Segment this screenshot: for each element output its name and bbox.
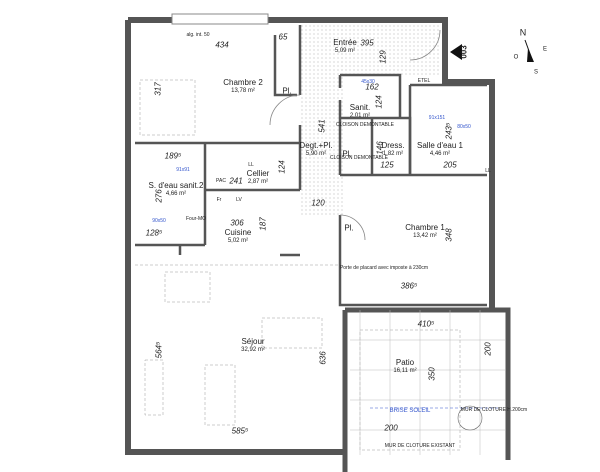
closet-label: Pl. xyxy=(282,86,292,96)
dimension: 395 xyxy=(360,38,374,48)
room-name: Cellier xyxy=(246,169,270,178)
dimension: 386⁵ xyxy=(400,281,418,291)
dimension: 317 xyxy=(153,82,163,96)
fixture-label: 90x50 xyxy=(152,218,166,224)
annotation: MUR DE CLOTURE H.200cm xyxy=(460,407,528,413)
appliance-label: LL xyxy=(485,168,491,174)
fixture-label: 91x91 xyxy=(176,167,190,173)
room-name: Entrée xyxy=(333,38,357,47)
compass-south: S xyxy=(533,69,539,76)
room-name: Séjour xyxy=(241,337,265,346)
annotation: Porte de placard avec imposte à 230cm xyxy=(339,265,429,271)
room-name: Cuisine xyxy=(224,228,252,237)
dimension: 541 xyxy=(317,119,327,133)
room-name: Degt.+Pl. xyxy=(299,141,333,150)
room-area: 5,02 m² xyxy=(227,238,249,244)
dimension: 200 xyxy=(483,342,493,356)
dimension: 200 xyxy=(384,423,398,433)
room-area: 5,90 m² xyxy=(305,151,327,157)
room-area: 4,46 m² xyxy=(429,151,451,157)
room-sanit: Sanit.2,01 m² xyxy=(350,103,370,121)
closet-label: Pl. xyxy=(344,223,354,233)
compass-west: O xyxy=(513,54,519,61)
dimension: 189⁵ xyxy=(164,151,182,161)
tree-icon xyxy=(457,405,483,431)
appliance-label: Fr xyxy=(216,197,222,203)
dimension: 241 xyxy=(229,176,243,186)
room-dress: Dress.1,82 m² xyxy=(381,141,404,159)
compass-north: N xyxy=(519,27,527,38)
room-name: Sanit. xyxy=(349,103,371,112)
room-area: 1,82 m² xyxy=(382,151,404,157)
room-area: 13,42 m² xyxy=(413,233,437,239)
dimension: 124 xyxy=(374,95,384,109)
fixture-label: 80x50 xyxy=(457,124,471,130)
appliance-label: Four-MO xyxy=(186,216,206,222)
appliance-label: ETEL xyxy=(417,78,431,84)
annotation: MUR DE CLOTURE EXISTANT xyxy=(384,443,456,449)
room-degagement: Degt.+Pl.5,90 m² xyxy=(299,141,332,159)
dimension: 205 xyxy=(443,160,457,170)
room-name: Chambre 1 xyxy=(405,223,445,232)
dimension: 348 xyxy=(444,228,454,242)
room-name: S. d'eau sanit.2 xyxy=(148,181,204,190)
entry-arrow-icon xyxy=(450,44,462,60)
annotation: CLOISON DEMONTABLE xyxy=(330,155,388,161)
compass-icon xyxy=(524,39,534,63)
dimension: 128⁵ xyxy=(145,228,163,238)
dimension: 162 xyxy=(365,82,379,92)
appliance-label: LL xyxy=(248,162,254,168)
fixture-label: 45x30 xyxy=(361,79,375,85)
dimension: 124 xyxy=(277,160,287,174)
closet-label: Pl. xyxy=(342,149,352,159)
room-area: 4,66 m² xyxy=(165,191,187,197)
dimension: 564⁵ xyxy=(154,341,164,359)
dimension: 434 xyxy=(215,40,229,50)
fixture-label: 91x151 xyxy=(428,115,446,121)
entry-marker: 003 xyxy=(459,45,469,59)
dimension: 306 xyxy=(230,218,244,228)
room-area: 2,01 m² xyxy=(349,113,371,119)
appliance-label: PAC xyxy=(216,178,226,184)
dimension: 125 xyxy=(380,160,394,170)
dimension: 350 xyxy=(427,367,437,381)
room-area: 13,78 m² xyxy=(231,88,255,94)
appliance-label: LV xyxy=(236,197,242,203)
dimension: 585⁵ xyxy=(231,426,249,436)
dimension: 187 xyxy=(258,217,268,231)
room-area: 16,11 m² xyxy=(393,368,417,374)
dimension: 120 xyxy=(311,198,325,208)
dimension: 146 xyxy=(375,141,385,155)
annotation: BRISE SOLEIL xyxy=(389,408,431,414)
annotation: CLOISON DEMONTABLE xyxy=(336,122,394,128)
compass-east: E xyxy=(542,46,548,53)
room-name: Chambre 2 xyxy=(223,78,263,87)
annotation: alg. int. 50 xyxy=(186,32,210,38)
room-name: Patio xyxy=(395,358,415,367)
dimension: 636 xyxy=(318,351,328,365)
room-name: Salle d'eau 1 xyxy=(416,141,464,150)
room-area: 32,92 m² xyxy=(241,347,265,353)
room-area: 2,87 m² xyxy=(247,179,269,185)
room-area: 5,09 m² xyxy=(334,48,356,54)
dimension: 243⁵ xyxy=(444,122,454,140)
dimension: 129 xyxy=(378,50,388,64)
dimension: 410⁵ xyxy=(417,319,435,329)
dimension: 65 xyxy=(278,32,288,42)
dimension: 276 xyxy=(154,189,164,203)
room-name: Dress. xyxy=(381,141,405,150)
